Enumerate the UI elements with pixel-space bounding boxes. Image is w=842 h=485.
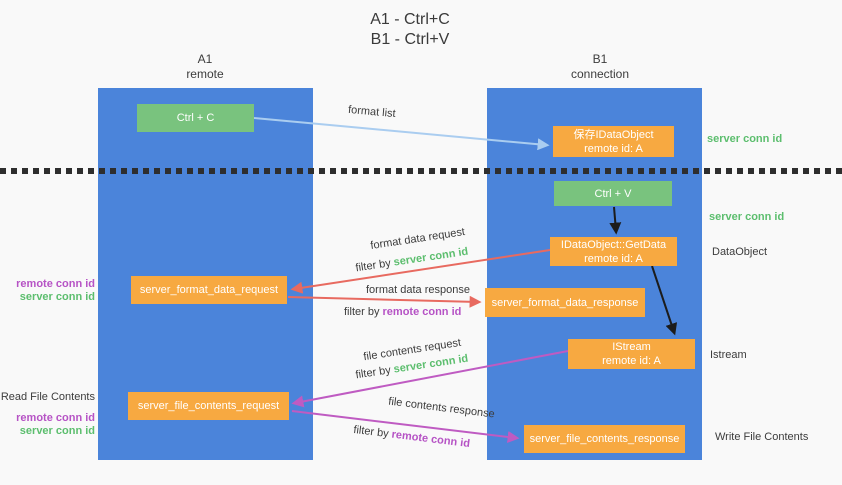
getdata-line2: remote id: A [584,252,643,265]
remote-conn-id-highlight: remote conn id [382,306,462,318]
filter-prefix: filter by [354,363,395,382]
read-file-contents-label: Read File Contents [0,391,95,403]
lane-a1-name: A1 [197,52,213,66]
right-server-conn-id-label-2: server conn id [709,211,785,223]
server-conn-id-highlight: server conn id [392,245,469,269]
server-file-contents-request-label: server_file_contents_request [137,400,280,412]
ctrl-v-node: Ctrl + V [554,181,672,206]
format-data-response-label: format data response [366,284,470,296]
lane-b1-role: connection [570,67,630,81]
dataobject-label: DataObject [712,246,768,258]
server-format-data-request-node: server_format_data_request [131,276,287,304]
istream-line1: IStream [612,341,651,353]
title-line-1: A1 - Ctrl+C [370,11,450,28]
getdata-line1: IDataObject::GetData [560,238,667,251]
lane-a1-role: remote [186,67,224,81]
remote-conn-id-highlight: remote conn id [390,428,471,451]
lane-b1-name: B1 [592,52,608,66]
ctrl-v-label: Ctrl + V [594,187,632,200]
diagram-title: A1 - Ctrl+C B1 - Ctrl+V [310,10,510,50]
server-format-data-response-label: server_format_data_response [491,296,639,309]
lane-header-b1: B1 connection [540,52,660,82]
idataobject-getdata-node: IDataObject::GetData remote id: A [550,237,677,266]
left-server-conn-id-label-2: server conn id [19,425,95,437]
title-line-2: B1 - Ctrl+V [370,31,450,48]
filter-prefix: filter by [352,423,393,441]
save-idataobject-line2: remote id: A [584,142,643,155]
filter-prefix: filter by [344,306,383,318]
filter-prefix: filter by [354,256,395,275]
save-idataobject-line1: 保存IDataObject [573,128,654,141]
istream-line2: remote id: A [602,355,661,367]
server-file-contents-request-node: server_file_contents_request [128,392,289,420]
server-format-data-response-node: server_format_data_response [485,288,645,317]
istream-side-label: Istream [710,349,747,361]
left-server-conn-id-label-1: server conn id [19,291,95,303]
right-server-conn-id-label-1: server conn id [707,133,783,145]
format-data-response-arrow [287,295,482,308]
filter-by-remote-conn-id-label-2: filter by remote conn id [353,424,471,450]
server-format-data-request-label: server_format_data_request [139,284,279,296]
file-contents-response-label: file contents response [387,395,496,421]
left-remote-conn-id-label-1: remote conn id [16,278,95,290]
left-remote-conn-id-label-2: remote conn id [16,412,95,424]
ctrl-c-node: Ctrl + C [137,104,254,132]
lane-header-a1: A1 remote [145,52,265,82]
filter-by-remote-conn-id-label-1: filter by remote conn id [344,306,461,318]
save-idataobject-node: 保存IDataObject remote id: A [553,126,674,157]
istream-node: IStream remote id: A [568,339,695,369]
server-file-contents-response-label: server_file_contents_response [529,433,680,445]
ctrl-c-label: Ctrl + C [176,112,215,124]
write-file-contents-label: Write File Contents [715,431,809,443]
format-list-label: format list [347,103,397,121]
server-file-contents-response-node: server_file_contents_response [524,425,685,453]
dotted-separator-line [0,168,842,174]
